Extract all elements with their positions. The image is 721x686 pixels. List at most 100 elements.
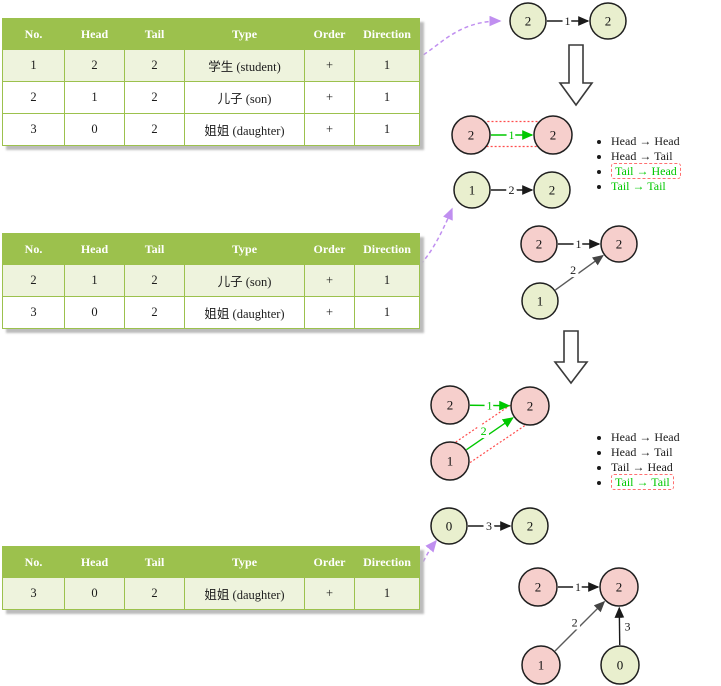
table-cell: 2	[124, 49, 185, 82]
node-id-label: 2	[447, 398, 454, 413]
column-header: Type	[184, 546, 305, 578]
table-cell: 2	[124, 264, 185, 297]
down-step-arrow-icon	[558, 44, 594, 107]
table-cell: 1	[354, 264, 420, 297]
node-id-label: 1	[537, 294, 544, 309]
down-step-arrow-icon	[553, 330, 589, 385]
column-header: Direction	[354, 546, 420, 578]
table-cell: 3	[2, 113, 65, 146]
edge-number-label: 1	[575, 580, 581, 594]
graph-node	[451, 115, 491, 155]
table-cell: 1	[354, 81, 420, 114]
node-id-label: 2	[525, 14, 532, 29]
graph-node	[453, 171, 491, 209]
table-cell: 1	[354, 113, 420, 146]
node-id-label: 1	[469, 183, 476, 198]
node-id-label: 2	[535, 580, 542, 595]
relation-edge	[554, 600, 606, 652]
node-id-label: 2	[527, 519, 534, 534]
column-header: Head	[64, 546, 125, 578]
graph-node	[600, 645, 640, 685]
graph-node	[521, 645, 561, 685]
edge-number-label: 1	[576, 237, 582, 251]
legend-item: Head → Head	[611, 430, 680, 444]
relation-edge	[554, 254, 604, 291]
graph-node	[600, 225, 638, 263]
legend-item: Tail → Head	[611, 460, 680, 474]
table-cell: 2	[2, 81, 65, 114]
column-header: Tail	[124, 18, 185, 50]
legend-item: Tail → Tail	[611, 474, 680, 490]
table-cell: 0	[64, 113, 125, 146]
graph-node	[430, 507, 468, 545]
table-cell: 学生 (student)	[184, 49, 305, 82]
table-cell: 3	[2, 296, 65, 329]
graph-node	[509, 2, 547, 40]
column-header: Order	[304, 18, 355, 50]
edge-number-label: 2	[481, 424, 487, 438]
legend-item: Head → Tail	[611, 445, 680, 459]
relation-edge	[466, 417, 514, 451]
red-dashed-highlight-box	[443, 398, 537, 470]
column-header: Tail	[124, 546, 185, 578]
node-id-label: 2	[616, 237, 623, 252]
graph-node	[518, 567, 558, 607]
table-cell: +	[304, 577, 355, 610]
table-cell: 2	[124, 113, 185, 146]
column-header: Direction	[354, 233, 420, 265]
legend-item: Head → Tail	[611, 149, 681, 163]
table-cell: +	[304, 81, 355, 114]
table-cell: 1	[354, 49, 420, 82]
edge-number-label: 3	[486, 519, 492, 533]
graph-node	[511, 507, 549, 545]
table-cell: +	[304, 113, 355, 146]
legend-item: Tail → Head	[611, 163, 681, 179]
table-cell: 姐姐 (daughter)	[184, 113, 305, 146]
node-id-label: 0	[617, 658, 624, 673]
table-cell: 2	[124, 577, 185, 610]
graph-node	[430, 385, 470, 425]
graph-node	[430, 441, 470, 481]
column-header: Order	[304, 546, 355, 578]
table-cell: 2	[2, 264, 65, 297]
column-header: Type	[184, 18, 305, 50]
table-cell: 1	[64, 81, 125, 114]
node-id-label: 2	[527, 399, 534, 414]
red-dashed-highlight-box	[484, 120, 544, 148]
table-cell: 0	[64, 577, 125, 610]
column-header: Order	[304, 233, 355, 265]
legend-item: Head → Head	[611, 134, 681, 148]
table-cell: +	[304, 296, 355, 329]
column-header: No.	[2, 546, 65, 578]
table-cell: 2	[124, 81, 185, 114]
node-id-label: 2	[605, 14, 612, 29]
table-cell: 1	[2, 49, 65, 82]
edge-number-label: 2	[572, 615, 578, 629]
node-id-label: 1	[538, 658, 545, 673]
table-cell: 1	[354, 577, 420, 610]
edge-number-label: 3	[625, 619, 631, 633]
column-header: Head	[64, 233, 125, 265]
graph-node	[520, 225, 558, 263]
graph-node	[589, 2, 627, 40]
graph-node	[533, 115, 573, 155]
graph-node	[533, 171, 571, 209]
node-id-label: 2	[616, 580, 623, 595]
column-header: Head	[64, 18, 125, 50]
node-id-label: 2	[536, 237, 543, 252]
table-cell: 姐姐 (daughter)	[184, 296, 305, 329]
table-cell: 2	[124, 296, 185, 329]
table-cell: 1	[64, 264, 125, 297]
edge-number-label: 1	[509, 128, 515, 142]
table-cell: 儿子 (son)	[184, 81, 305, 114]
node-id-label: 0	[446, 519, 453, 534]
node-id-label: 1	[447, 454, 454, 469]
